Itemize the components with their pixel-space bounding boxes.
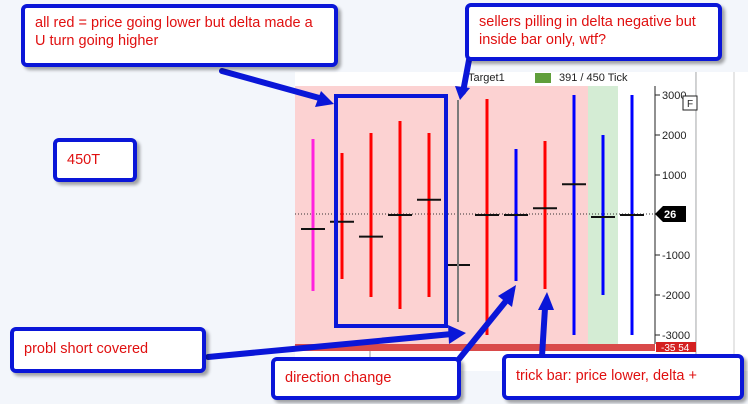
bar-range — [543, 141, 547, 289]
bottom-value-label: -35 54 — [661, 343, 690, 354]
y-tick-label: -3000 — [662, 330, 690, 342]
arrow-sellers — [460, 57, 472, 95]
bar-range — [485, 99, 489, 335]
arrowhead-all-red — [315, 91, 334, 107]
callout-direction-change: direction change — [271, 357, 461, 400]
bar-range — [572, 95, 576, 335]
flag-label: F — [687, 99, 693, 110]
y-tick-label: 1000 — [662, 170, 686, 182]
y-tick-label: 3000 — [662, 90, 686, 102]
bar-range — [340, 153, 344, 279]
callout-all-red: all red = price going lower but delta ma… — [21, 4, 338, 67]
callout-timeframe: 450T — [53, 138, 137, 182]
callout-timeframe-text: 450T — [67, 152, 101, 168]
target-label: Target1 — [468, 72, 505, 84]
header-green-marker — [535, 73, 551, 83]
arrow-direction-change — [452, 298, 509, 367]
right-margin — [696, 72, 748, 371]
y-tick-label: -1000 — [662, 250, 690, 262]
callout-sellers: sellers pilling in delta negative but in… — [465, 3, 722, 61]
callout-direction-change-text: direction change — [285, 370, 392, 386]
arrowhead-short-covered — [448, 325, 466, 344]
arrowhead-direction-change — [498, 285, 516, 307]
bottom-strip — [295, 344, 655, 351]
callout-sellers-text: sellers pilling in delta negative but in… — [479, 14, 696, 48]
arrow-trick-bar — [539, 305, 548, 359]
bar-range — [369, 133, 373, 297]
current-value-marker — [655, 206, 686, 222]
y-ticks: 3000 2000 1000 -1000 -2000 -3000 — [655, 90, 690, 342]
bar-type-label: 391 / 450 Tick — [559, 72, 628, 84]
y-tick-label: -2000 — [662, 290, 690, 302]
annotation-arrows — [205, 57, 548, 367]
arrow-heads — [315, 86, 554, 344]
current-value-label: 26 — [664, 209, 676, 221]
bar-range — [427, 133, 431, 297]
price-bars — [301, 95, 644, 335]
arrowhead-sellers — [455, 86, 470, 100]
highlight-box — [334, 94, 448, 328]
arrow-all-red — [219, 68, 326, 102]
y-tick-label: 2000 — [662, 130, 686, 142]
bar-range — [601, 135, 605, 295]
callout-all-red-text: all red = price going lower but delta ma… — [35, 15, 313, 49]
flag-box — [682, 95, 698, 111]
callout-trick-bar: trick bar: price lower, delta + — [502, 354, 744, 400]
callout-short-covered: probl short covered — [10, 327, 206, 373]
bottom-value-box — [656, 342, 696, 352]
callout-trick-bar-text: trick bar: price lower, delta + — [516, 368, 697, 384]
arrow-short-covered — [205, 331, 455, 360]
bar-range — [311, 139, 315, 291]
arrowhead-trick-bar — [538, 292, 554, 310]
callout-short-covered-text: probl short covered — [24, 341, 149, 357]
chart-header-strip — [295, 72, 655, 86]
